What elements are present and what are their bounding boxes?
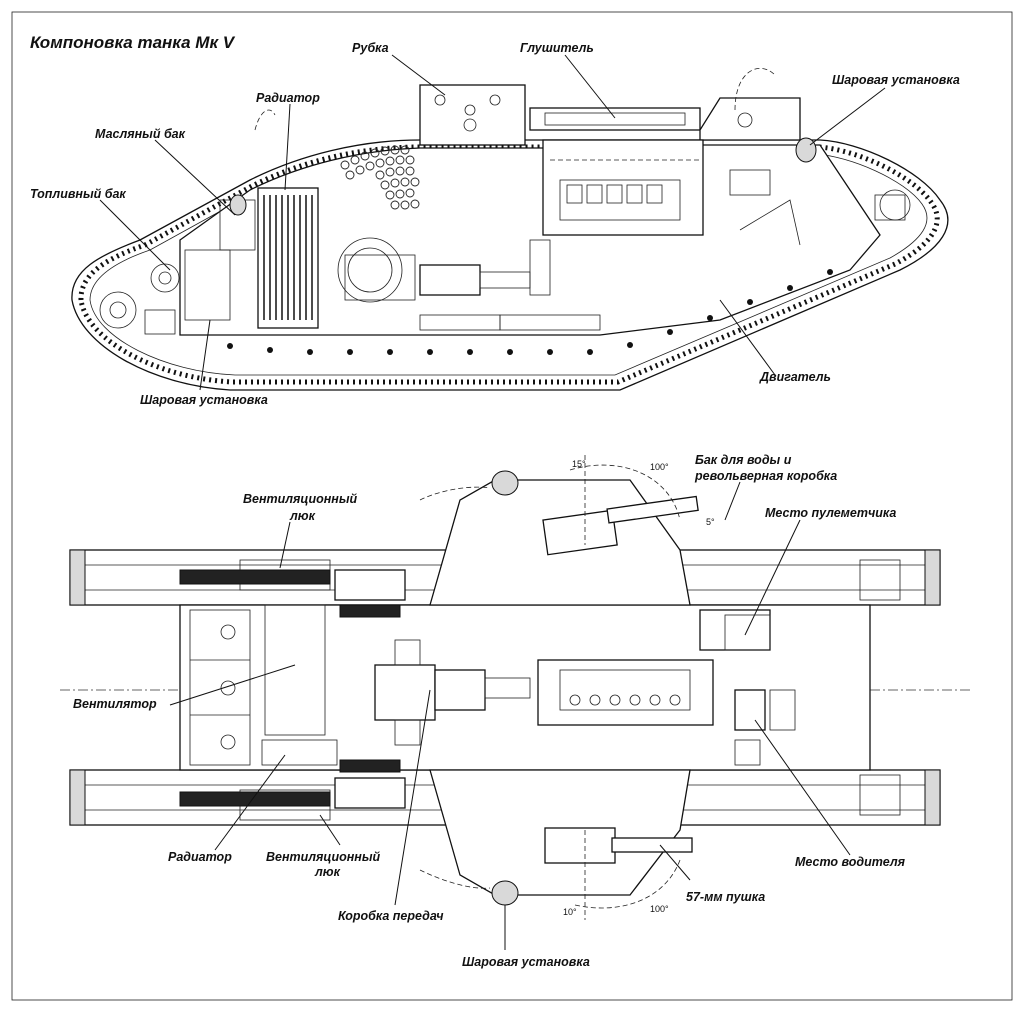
side-view-leaders	[99, 54, 886, 391]
label-water-tank-1: Бак для воды и	[695, 453, 792, 467]
label-oil-tank: Масляный бак	[95, 127, 186, 141]
label-vent-hatch-top-1: Вентиляционный	[243, 492, 358, 506]
side-ball-mount-front	[795, 137, 817, 163]
label-ball-mount-top-view: Шаровая установка	[462, 955, 590, 969]
label-vent-hatch-bottom-1: Вентиляционный	[266, 850, 381, 864]
side-view	[71, 67, 949, 391]
side-front-idler	[879, 189, 911, 221]
angle-top-5: 5°	[706, 517, 715, 527]
side-front-cab	[699, 97, 801, 141]
top-view	[60, 455, 970, 920]
label-driver-seat: Место водителя	[795, 855, 906, 869]
side-cabin	[419, 84, 526, 146]
top-ball-mount-upper	[491, 470, 519, 496]
angle-top-15: 15°	[572, 459, 586, 469]
top-gun-upper	[542, 495, 699, 556]
side-fuel-tank	[184, 249, 231, 321]
side-track-inner	[89, 153, 928, 376]
top-driver-seat	[734, 689, 766, 731]
side-muffler	[529, 107, 701, 131]
label-fuel-tank: Топливный бак	[30, 187, 126, 201]
label-engine: Двигатель	[759, 370, 831, 384]
page-frame	[11, 11, 1013, 1001]
top-gear-sprockets	[179, 569, 406, 809]
top-radiator	[264, 604, 326, 736]
side-rear-sprocket	[99, 291, 137, 329]
side-vent-holes	[340, 145, 420, 210]
label-muffler: Глушитель	[520, 41, 594, 55]
label-gearbox: Коробка передач	[338, 909, 444, 923]
top-ball-mount-lower	[491, 880, 519, 906]
label-cabin: Рубка	[352, 41, 389, 55]
side-engine	[542, 139, 704, 236]
top-gun-lower	[544, 827, 693, 864]
top-view-leaders	[169, 481, 851, 950]
label-radiator-top: Радиатор	[168, 850, 232, 864]
side-radiator	[257, 187, 319, 329]
angle-bottom-100: 100°	[650, 904, 669, 914]
side-ball-mount-rear	[229, 194, 247, 216]
top-fan	[189, 609, 251, 766]
side-road-wheels	[227, 269, 833, 355]
top-water-tank	[699, 609, 771, 651]
diagram-title: Компоновка танка Мк V	[30, 33, 236, 52]
label-water-tank-2: револьверная коробка	[694, 469, 837, 483]
label-ball-mount-bottom: Шаровая установка	[140, 393, 268, 407]
angle-top-100: 100°	[650, 462, 669, 472]
angle-bottom-10: 10°	[563, 907, 577, 917]
top-gearbox	[374, 639, 531, 746]
side-drivetrain	[337, 237, 551, 303]
label-radiator-side: Радиатор	[256, 91, 320, 105]
label-vent-hatch-bottom-2: люк	[314, 865, 341, 879]
label-ball-mount-top: Шаровая установка	[832, 73, 960, 87]
label-gunner-seat: Место пулеметчика	[765, 506, 896, 520]
label-fan: Вентилятор	[73, 697, 157, 711]
label-vent-hatch-top-2: люк	[289, 509, 316, 523]
top-engine	[537, 659, 714, 726]
label-gun-57: 57-мм пушка	[686, 890, 765, 904]
